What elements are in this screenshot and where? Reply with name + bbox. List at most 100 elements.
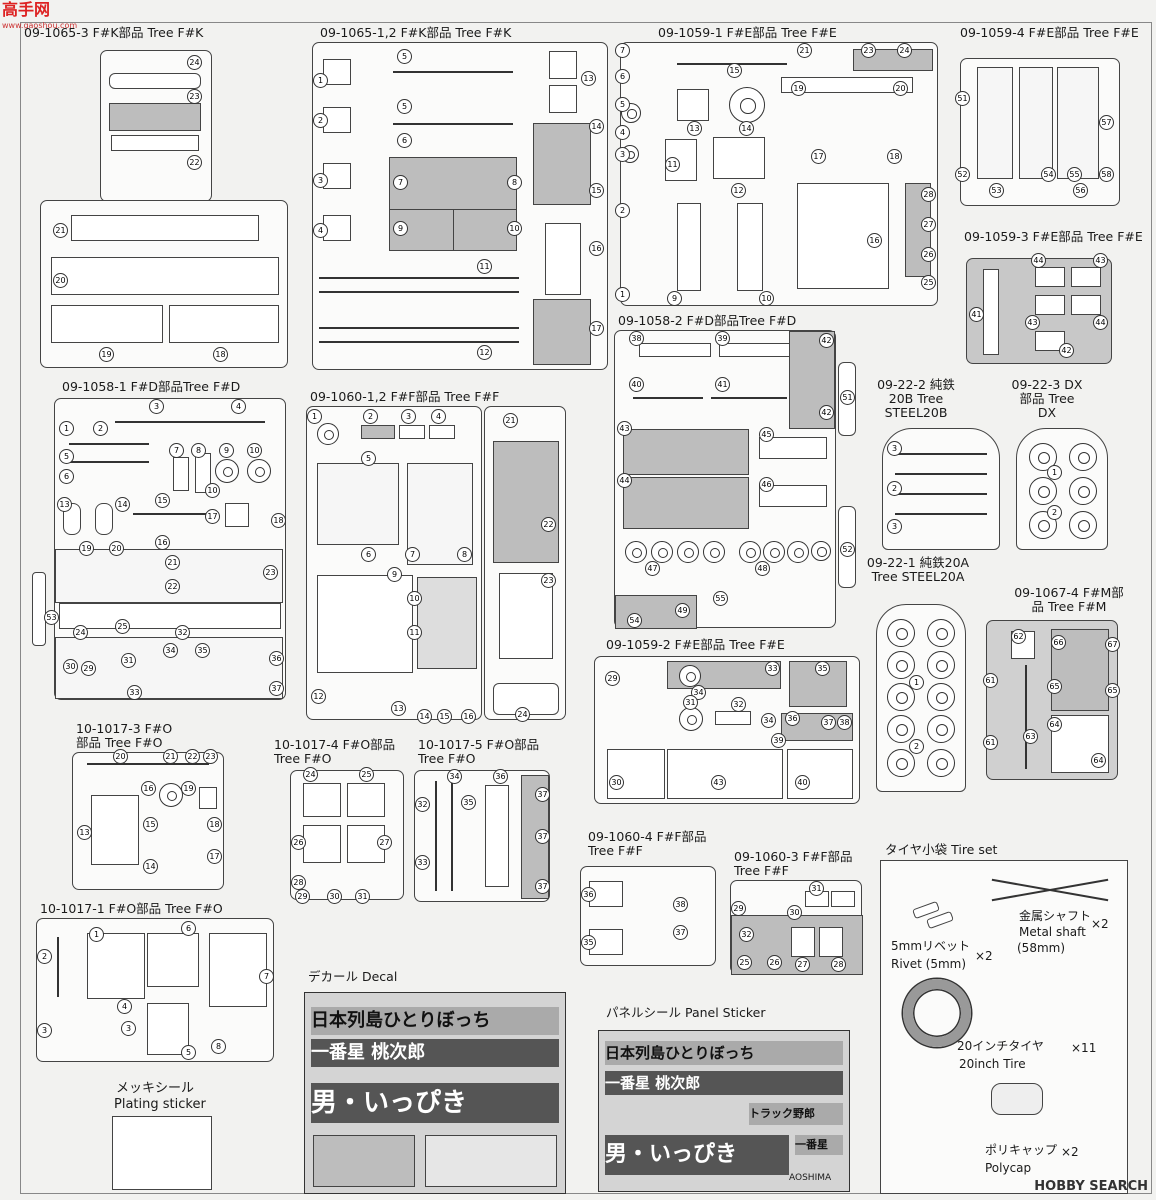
shaft-label-jp: 金属シャフト [1019,909,1092,923]
sprue-part [549,85,577,113]
part-number: 6 [361,547,376,562]
sprue-part [199,787,217,809]
tree-t17: 36 35 38 37 [580,866,716,966]
part-number: 16 [461,709,476,724]
part-number: 7 [393,175,408,190]
sprue-part [887,715,915,743]
rivet-label-jp: 5mmリベット [891,939,971,953]
sprue-part [787,749,853,799]
part-number: 5 [615,97,630,112]
part-number: 64 [1091,753,1106,768]
part-number: 6 [59,469,74,484]
tree-t4: 51 52 53 54 55 57 58 56 [955,58,1120,206]
part-number: 34 [447,769,462,784]
part-number: 2 [887,481,902,496]
part-number: 63 [1023,729,1038,744]
part-number: 32 [415,797,430,812]
tree-title-t19: 10-1017-1 F#O部品 Tree F#O [40,901,223,916]
part-number: 18 [271,513,286,528]
part-number: 5 [397,49,412,64]
sprue-part [57,937,59,997]
part-number: 25 [115,619,130,634]
part-number: 27 [377,835,392,850]
sprue-part [895,493,987,495]
sprue-part [791,927,815,957]
sprue-part [677,541,699,563]
part-number: 33 [765,661,780,676]
plating-title-jp: メッキシール [116,1081,195,1096]
part-number: 5 [181,1045,196,1060]
part-number: 26 [291,835,306,850]
part-number: 21 [165,555,180,570]
sprue-part [389,157,517,211]
sprue-part [737,203,763,291]
part-number: 23 [541,573,556,588]
sprue-part [111,135,199,151]
part-number: 47 [645,561,660,576]
part-number: 43 [711,775,726,790]
part-number: 13 [391,701,406,716]
sprue-part [87,763,209,765]
part-number: 1 [615,287,630,302]
part-number: 24 [187,55,202,70]
sprue-part [927,749,955,777]
part-number: 26 [921,247,936,262]
part-number: 28 [291,875,306,890]
tree-title-t15: 10-1017-4 F#O部品 Tree F#O [274,737,396,766]
rivet-label-en: Rivet (5mm) [891,957,967,971]
part-number: 10 [205,483,220,498]
part-number: 14 [115,497,130,512]
part-number: 30 [63,659,78,674]
sprue-part [781,77,913,93]
part-number: 9 [219,443,234,458]
part-number: 66 [1051,635,1066,650]
tree-t5: 44 43 41 43 44 42 [966,253,1112,364]
part-number: 37 [535,787,550,802]
part-number: 37 [821,715,836,730]
tree-t6: 38 39 42 40 41 42 43 45 44 46 47 48 54 5… [614,330,836,629]
part-number: 18 [887,149,902,164]
polycap-label-jp: ポリキャップ [985,1143,1058,1157]
part-number: 7 [169,443,184,458]
tree-title-t9: 09-22-2 純鉄20B Tree STEEL20B [877,377,955,420]
sprue-part [173,457,189,491]
panel-band-1: 日本列島ひとりぼっち [605,1041,843,1065]
part-number: 23 [861,43,876,58]
sprue-part [1029,477,1057,505]
part-number: 43 [617,421,632,436]
part-number: 34 [761,713,776,728]
sprue-part [393,123,513,125]
tree-title-t11: 09-22-1 純鉄20A Tree STEEL20A [866,555,970,584]
part-number: 44 [1031,253,1046,268]
tree-t15: 24 25 26 27 28 29 30 31 [290,767,404,904]
part-number: 5 [397,99,412,114]
part-number: 3 [121,1021,136,1036]
tree-title-t1: 09-1065-3 F#K部品 Tree F#K [24,25,204,40]
sprue-part [1025,665,1027,769]
part-number: 39 [771,733,786,748]
sprue-part [703,541,725,563]
part-number: 21 [503,413,518,428]
sprue-part [147,933,199,987]
part-number: 55 [1067,167,1082,182]
sprue-part [499,573,553,659]
part-number: 55 [713,591,728,606]
plating-title-en: Plating sticker [114,1097,206,1112]
part-number: 15 [155,493,170,508]
part-number: 1 [307,409,322,424]
part-number: 6 [181,921,196,936]
sprue-part [319,327,519,329]
tree-t9: 3 2 3 [882,428,1000,550]
part-number: 65 [1105,683,1120,698]
part-number: 3 [887,441,902,456]
part-number: 28 [831,957,846,972]
part-number: 5 [361,451,376,466]
sprue-part [109,103,201,131]
tree-title-t17: 09-1060-4 F#F部品Tree F#F [588,829,707,858]
part-number: 19 [181,781,196,796]
tree-t1-lower: 21 20 19 18 [40,200,288,368]
part-number: 36 [269,651,284,666]
sprue-part [453,209,517,251]
part-number: 10 [507,221,522,236]
